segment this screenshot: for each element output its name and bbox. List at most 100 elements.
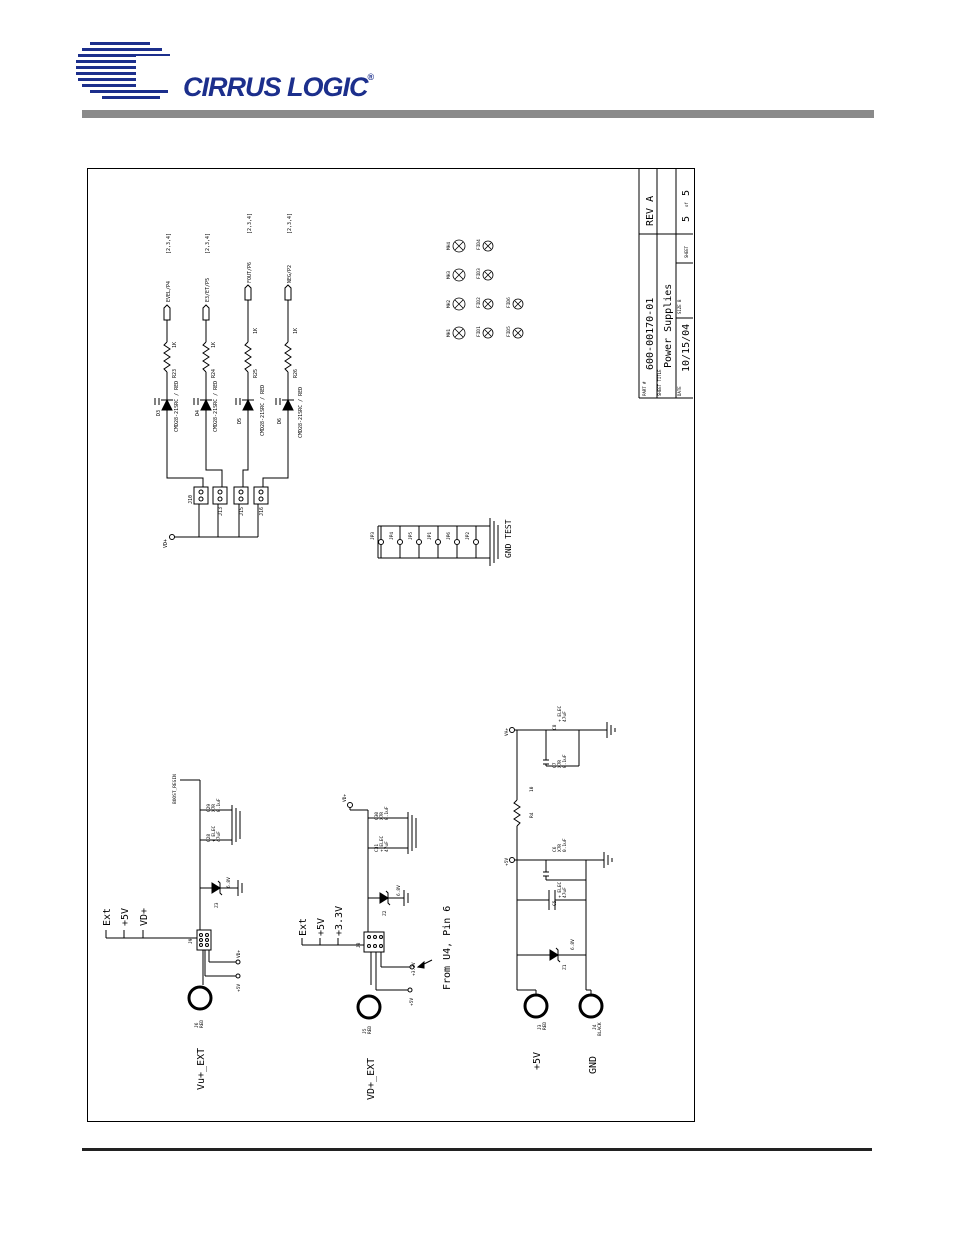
c8-type: + ELEC bbox=[557, 705, 563, 722]
fid2-label: FID2 bbox=[476, 297, 482, 308]
vd-5v-option: +5V bbox=[316, 918, 327, 936]
sheet-title-label: SHEET TITLE bbox=[657, 369, 662, 396]
fid3-label: FID3 bbox=[476, 268, 482, 279]
part-label: PART # bbox=[642, 381, 647, 396]
jp5-label: JP5 bbox=[408, 532, 414, 540]
jumper-j15: J15 bbox=[239, 507, 245, 516]
c28-value: 47uF bbox=[216, 831, 222, 842]
j4-color: BLACK bbox=[597, 1022, 603, 1036]
fid5-label: FID5 bbox=[506, 326, 512, 337]
z2-value: 6.8V bbox=[396, 885, 402, 896]
signal-p5: E3/ET/P5 bbox=[205, 278, 211, 302]
vd-ext-option: Ext bbox=[298, 918, 309, 936]
vu-vd-option: VD+ bbox=[139, 908, 150, 926]
vd-33v-small: +3.3V bbox=[411, 962, 417, 976]
company-name: CIRRUS LOGIC® bbox=[183, 72, 374, 102]
vd-33v-option: +3.3V bbox=[334, 906, 345, 936]
vu-5v-small: +5V bbox=[236, 984, 242, 992]
vu-vd-small: VD+ bbox=[236, 950, 242, 958]
mounting-labels: MH4 MH3 MH2 MH1 FID4 FID3 FID2 FID1 FID6… bbox=[446, 239, 512, 337]
diode-d5: D5 bbox=[237, 418, 243, 424]
header-bar bbox=[82, 110, 874, 118]
c5-value: 47uF bbox=[562, 887, 568, 898]
j9-label: J9 bbox=[188, 938, 194, 944]
mh3-label: MH3 bbox=[446, 271, 452, 279]
j8-label: J8 bbox=[356, 942, 362, 948]
gnd-test-title: GND TEST bbox=[504, 519, 513, 558]
c7-type: X7R bbox=[557, 760, 563, 768]
j3-label: J3 bbox=[537, 1024, 543, 1030]
va-5v-label: +5V bbox=[504, 858, 510, 866]
mh4-label: MH4 bbox=[446, 242, 452, 250]
c28-type: + ELEC bbox=[211, 825, 217, 842]
diode-d3: D3 bbox=[156, 410, 162, 416]
c7-value: 0.1uF bbox=[562, 754, 568, 768]
c5-type: + ELEC bbox=[557, 881, 563, 898]
fid6-label: FID6 bbox=[506, 297, 512, 308]
j5-label: J5 bbox=[362, 1028, 368, 1034]
jp3-label: JP3 bbox=[370, 532, 376, 540]
vd-top-label: VD+ bbox=[342, 794, 348, 802]
diode-d5-part: CMD28-21SRC / RED bbox=[260, 385, 266, 436]
j6-label: J6 bbox=[194, 1022, 200, 1028]
z1-label: Z1 bbox=[562, 964, 568, 970]
date-label: DATE bbox=[677, 386, 682, 396]
signal-p4: EVEL/P4 bbox=[166, 281, 172, 302]
footer-bar bbox=[82, 1148, 872, 1151]
c8-value: 47uF bbox=[562, 711, 568, 722]
z2-label: Z2 bbox=[382, 910, 388, 916]
part-number: 600-00170-01 bbox=[645, 298, 656, 370]
vu-5v-option: +5V bbox=[120, 908, 131, 926]
diode-d4: D4 bbox=[195, 410, 201, 416]
jumper-j16: J16 bbox=[259, 507, 265, 516]
gnd-test bbox=[377, 518, 499, 566]
c31-type: + ELEC bbox=[379, 835, 385, 852]
z1-value: 6.8V bbox=[570, 939, 576, 950]
r23-value: 1K bbox=[172, 342, 178, 348]
j6-color: RED bbox=[199, 1020, 205, 1028]
title-block-text: PART # 600-00170-01 REV A SHEET TITLE Po… bbox=[642, 190, 692, 396]
jumper-j10: J10 bbox=[188, 495, 194, 504]
c6-value: 0.1uF bbox=[562, 838, 568, 852]
fid4-label: FID4 bbox=[476, 239, 482, 250]
boost-regin-label: BOOST_REGIN bbox=[172, 774, 178, 804]
ref-d6: [2,3,4] bbox=[287, 213, 293, 234]
size-label: SIZE B bbox=[677, 299, 682, 314]
vu-supply bbox=[105, 779, 243, 1011]
c29-label: C29 bbox=[206, 804, 212, 812]
sheet-label: SHEET bbox=[684, 245, 689, 258]
c28-label: C28 bbox=[206, 834, 212, 842]
resistor-r25: R25 bbox=[253, 369, 259, 378]
led-section bbox=[154, 284, 294, 540]
vd-5v-small: +5V bbox=[409, 998, 415, 1006]
vu-ext-big: Vu+_EXT bbox=[196, 1048, 207, 1090]
gnd-test-labels: JP3 JP4 JP5 JP1 JP6 JP2 GND TEST bbox=[370, 519, 513, 558]
c30-type: X7R bbox=[379, 812, 385, 820]
mh1-label: MH1 bbox=[446, 329, 452, 337]
signal-p6: FOUT/P6 bbox=[247, 262, 253, 283]
jp4-label: JP4 bbox=[389, 532, 395, 540]
va-supply bbox=[509, 722, 616, 1019]
sheet-number: 5 bbox=[681, 216, 692, 222]
z3-label: Z3 bbox=[214, 902, 220, 908]
ref-d3: [2,3,4] bbox=[166, 233, 172, 254]
diode-d4-part: CMD28-21SRC / RED bbox=[213, 381, 219, 432]
signal-p2: NEG/P2 bbox=[287, 265, 293, 283]
diode-d6-part: CMD28-21SRC / RED bbox=[298, 387, 304, 438]
r26-value: 1K bbox=[293, 328, 299, 334]
resistor-r26: R26 bbox=[293, 369, 299, 378]
z3-value: 6.8V bbox=[226, 877, 232, 888]
j3-color: RED bbox=[542, 1022, 548, 1030]
r4-value: 10 bbox=[529, 786, 535, 792]
c29-value: 0.1uF bbox=[216, 798, 222, 812]
c30-value: 0.1uF bbox=[384, 806, 390, 820]
vd-supply-labels: VD+ C30 X7R 0.1uF C31 + ELEC 47uF Z2 6.8… bbox=[298, 794, 453, 1100]
vd-led-label: VD+ bbox=[163, 539, 169, 548]
sheet-total: 5 bbox=[681, 190, 692, 196]
c5-label: C5 bbox=[552, 900, 558, 906]
r25-value: 1K bbox=[253, 328, 259, 334]
revision: REV A bbox=[645, 196, 656, 226]
c7-label: C7 bbox=[552, 762, 558, 768]
sheet-title: Power Supplies bbox=[663, 284, 674, 368]
jp1-label: JP1 bbox=[427, 532, 433, 540]
